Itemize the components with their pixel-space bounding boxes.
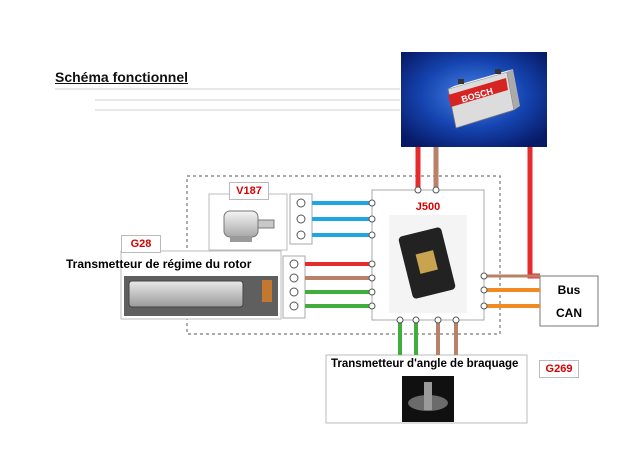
bus-can-box (539, 275, 599, 327)
system-boundary (186, 175, 501, 335)
battery (401, 52, 547, 147)
g269-sensor (325, 354, 528, 424)
connector-lower (282, 255, 306, 319)
page-title: Schéma fonctionnel (55, 69, 189, 85)
g28-sensor (120, 250, 282, 320)
pins (289, 186, 488, 324)
steering-sensor-label: Transmetteur d'angle de braquage (331, 358, 519, 370)
rotor-sensor-label: Transmetteur de régime du rotor (66, 257, 252, 271)
g28-tag: G28 (121, 235, 161, 253)
v187-tag: V187 (229, 182, 269, 200)
g269-tag: G269 (539, 360, 579, 378)
j500-unit (371, 189, 485, 321)
title-rules (55, 88, 400, 111)
bus-label: Bus (557, 283, 581, 297)
j500-tag: J500 (415, 201, 441, 213)
can-label: CAN (556, 306, 582, 320)
wire-battery-can (527, 147, 540, 279)
v187-motor (208, 193, 288, 251)
